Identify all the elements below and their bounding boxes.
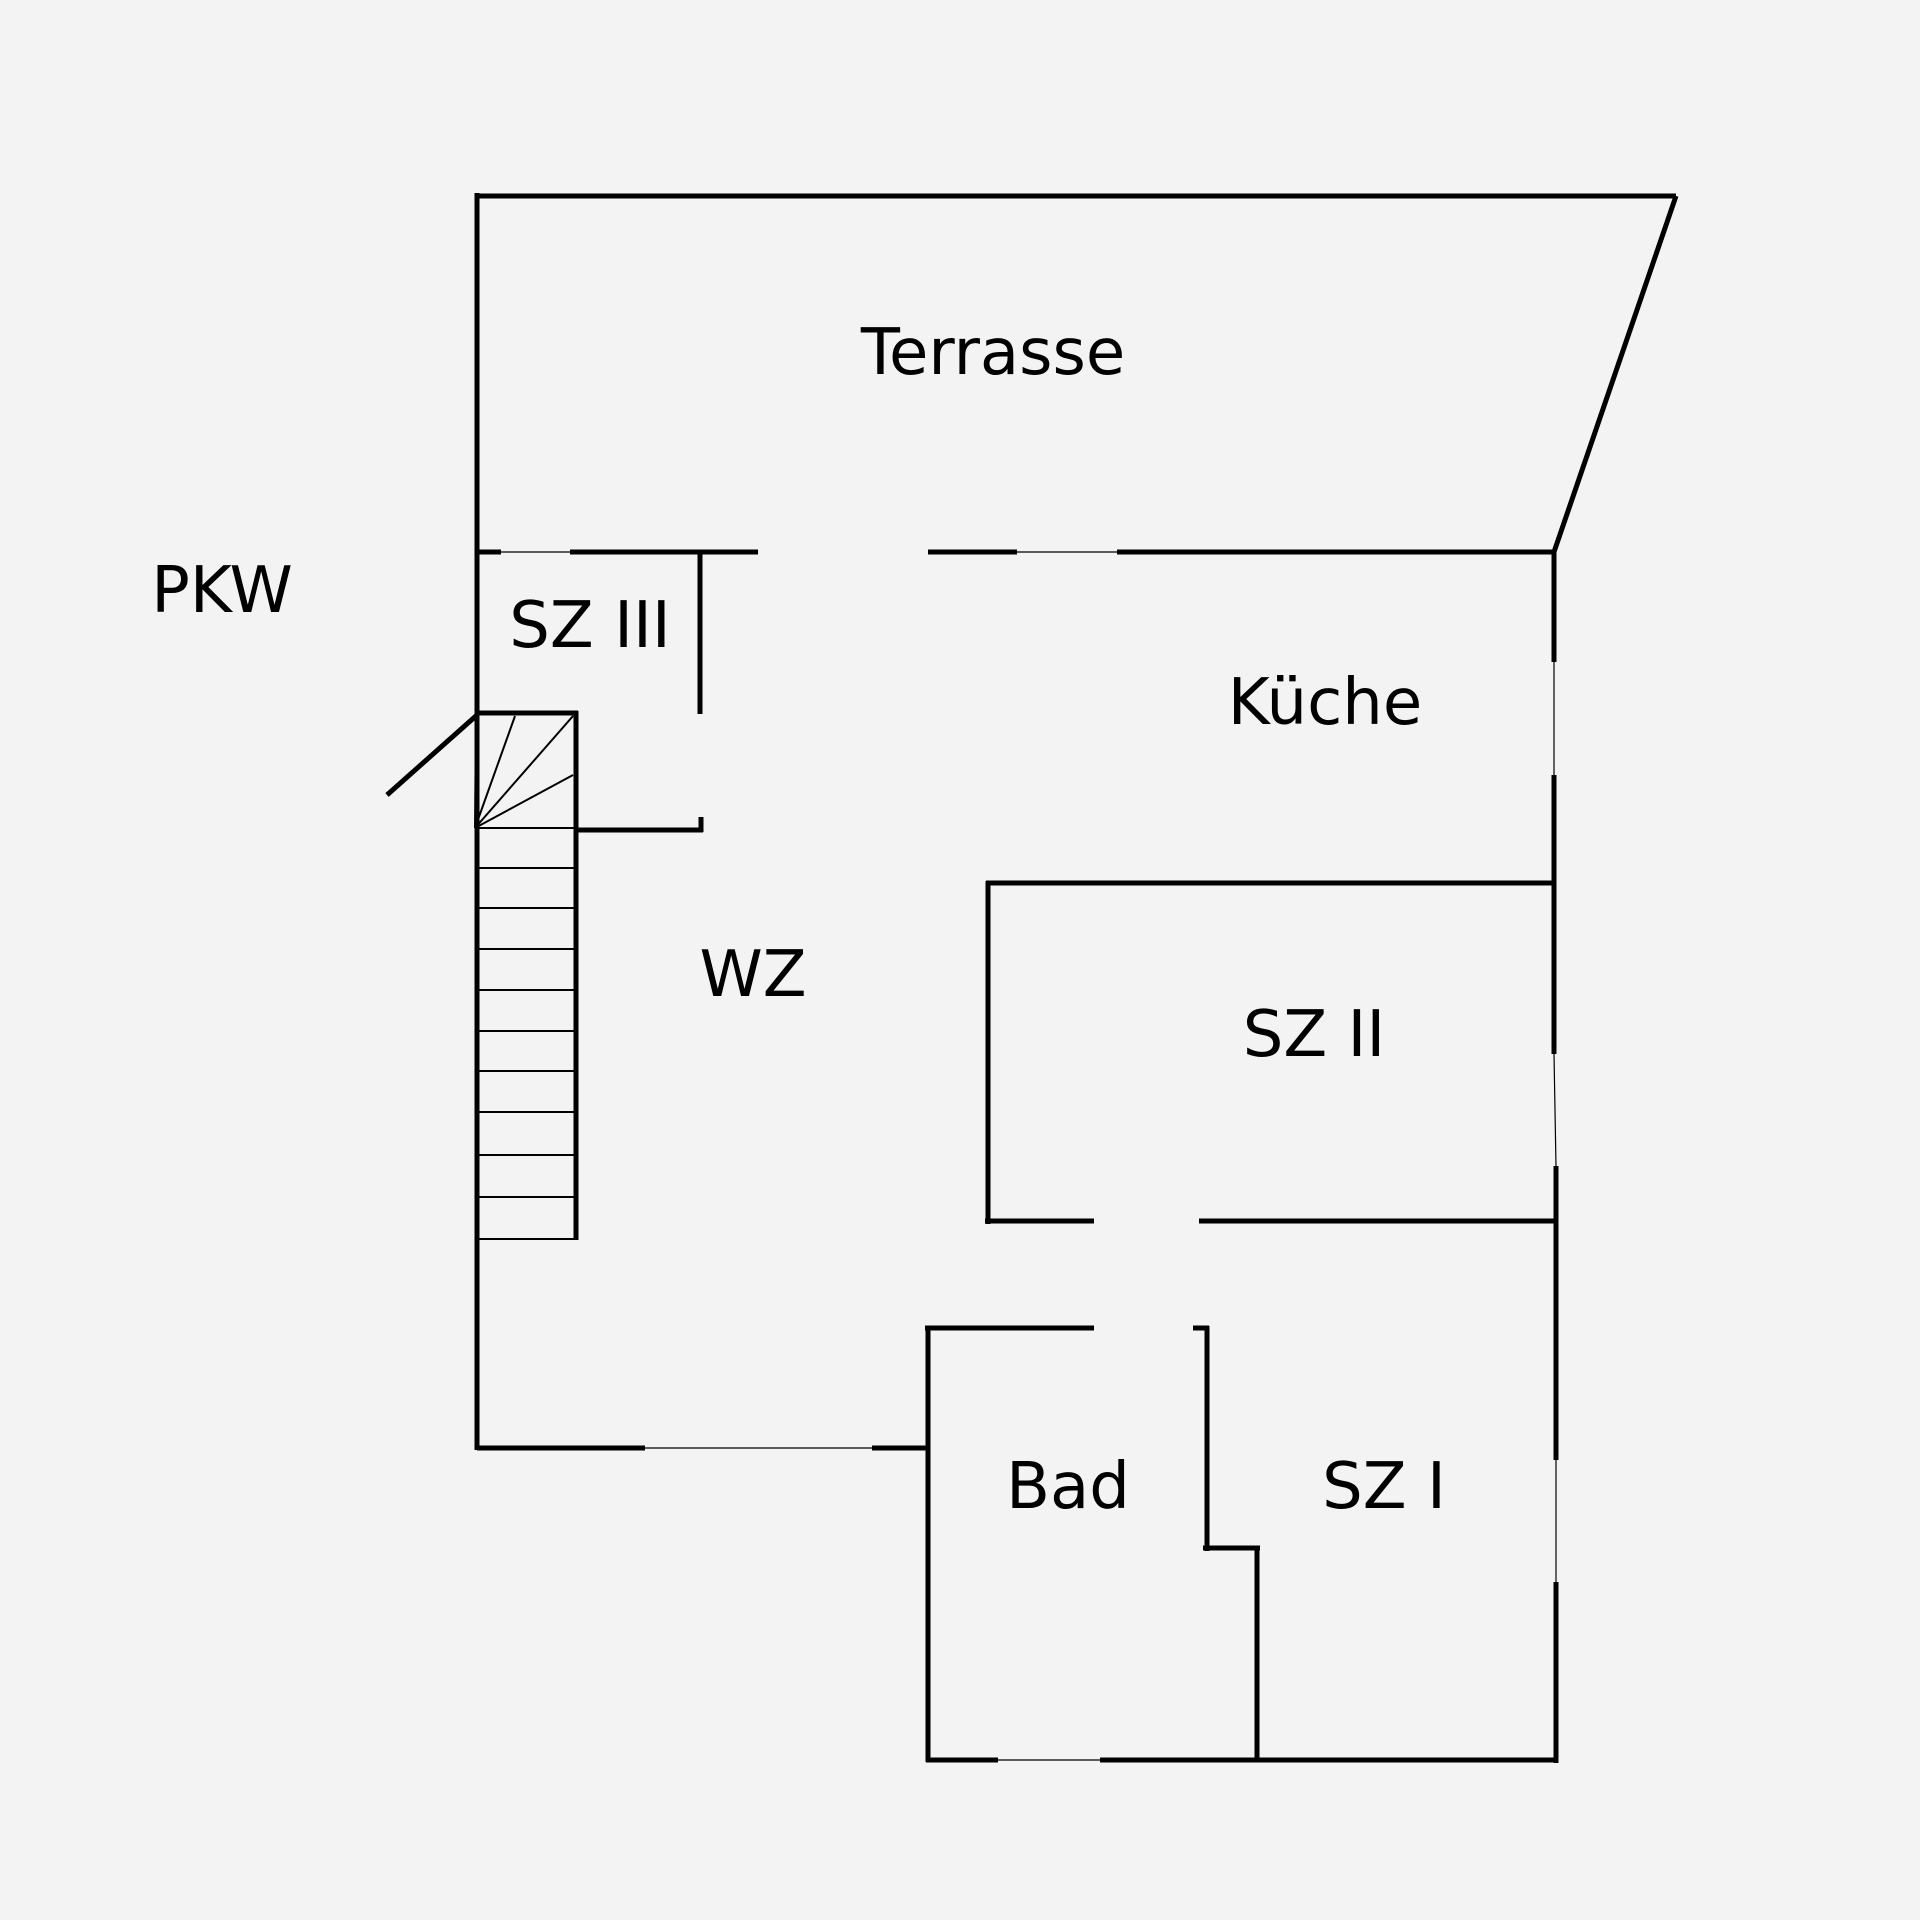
label-pkw: PKW: [151, 554, 293, 628]
room-label-sz3: SZ III: [509, 589, 670, 663]
entrance-door: [385, 713, 479, 797]
sz2-walls: [985, 880, 1556, 1224]
room-label-bad: Bad: [1006, 1450, 1130, 1524]
bad-walls: [925, 1325, 1260, 1762]
room-label-wz: WZ: [699, 938, 806, 1012]
sz3-walls: [577, 552, 704, 833]
terrace-walls: [477, 193, 1679, 553]
room-label-sz2: SZ II: [1243, 998, 1386, 1072]
room-label-terrasse: Terrasse: [860, 316, 1125, 390]
staircase: [474, 710, 579, 1240]
right-exterior-wall: [1551, 552, 1559, 1763]
window: [1553, 1053, 1557, 1167]
room-label-kueche: Küche: [1228, 666, 1422, 740]
room-label-sz1: SZ I: [1322, 1450, 1446, 1524]
